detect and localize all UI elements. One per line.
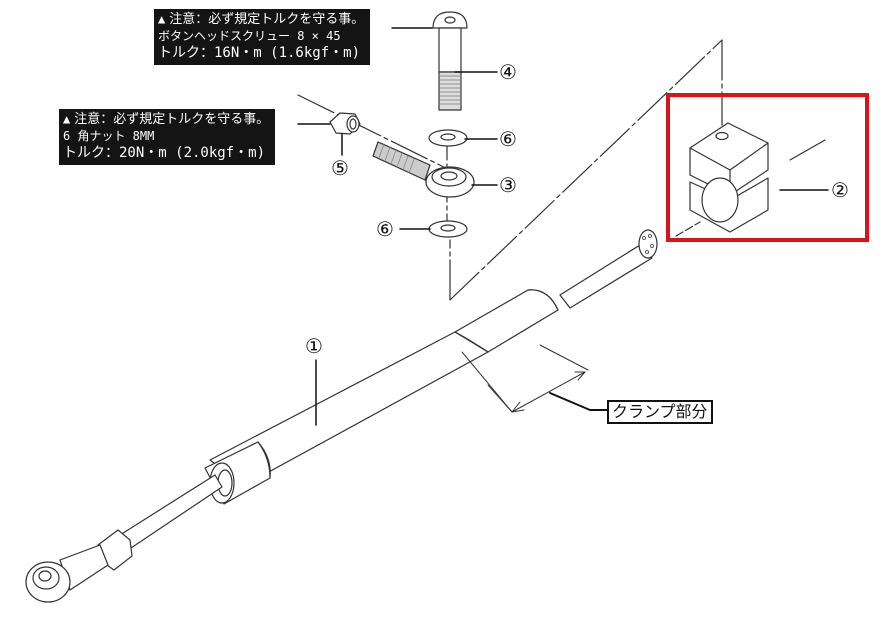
callout-washer-top: ⑥ xyxy=(499,127,517,151)
callout-nut: ⑤ xyxy=(331,156,349,180)
caution-line: ▲注意：必ず規定トルクを守る事。 xyxy=(158,12,365,27)
clamp-section-label: クランプ部分 xyxy=(607,400,713,424)
part-name: ボタンヘッドスクリュー 8 × 45 xyxy=(158,29,341,43)
callout-damper: ① xyxy=(305,334,323,358)
callout-clamp: ② xyxy=(831,178,849,202)
warning-triangle-icon: ▲ xyxy=(158,12,166,26)
part-name: 6 角ナット 8MM xyxy=(63,129,155,143)
warning-triangle-icon: ▲ xyxy=(63,112,71,126)
bolt-torque-note: ▲注意：必ず規定トルクを守る事。 ボタンヘッドスクリュー 8 × 45 トルク：… xyxy=(154,9,371,65)
washer-bottom xyxy=(428,220,468,238)
clamp-dimension xyxy=(461,344,589,413)
washer-top xyxy=(428,129,468,147)
torque-spec: トルク：20N・m (2.0kgf・m) xyxy=(63,145,266,161)
clamp-highlight-box xyxy=(666,93,869,242)
hex-nut xyxy=(329,112,361,135)
clamp-label-leader xyxy=(549,392,608,411)
torque-spec: トルク：16N・m (1.6kgf・m) xyxy=(158,45,361,61)
callout-rod-end: ③ xyxy=(499,173,517,197)
callout-leaders xyxy=(297,27,829,426)
callout-washer-bottom: ⑥ xyxy=(376,217,394,241)
clamp-block xyxy=(675,122,826,237)
callout-bolt: ④ xyxy=(499,60,517,84)
button-head-screw xyxy=(432,11,468,111)
projection-lines xyxy=(449,39,723,301)
rod-end xyxy=(372,141,475,198)
nut-torque-note: ▲注意：必ず規定トルクを守る事。 6 角ナット 8MM トルク：20N・m (2… xyxy=(59,109,276,165)
caution-line: ▲注意：必ず規定トルクを守る事。 xyxy=(63,112,270,127)
steering-damper-body xyxy=(25,229,658,603)
